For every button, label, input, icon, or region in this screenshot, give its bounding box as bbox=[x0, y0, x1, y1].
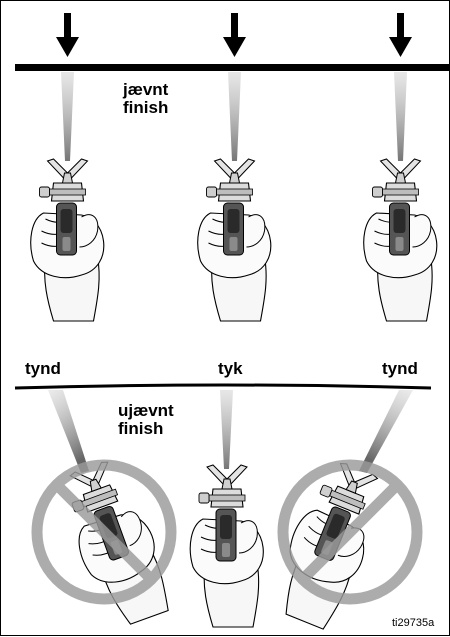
spray-fan bbox=[359, 390, 413, 473]
thickness-right-label: tynd bbox=[382, 360, 418, 378]
spray-gun-icon bbox=[364, 159, 437, 321]
down-arrow-icon bbox=[223, 13, 246, 57]
surface-curve-bottom bbox=[15, 385, 431, 388]
spray-gun-icon bbox=[31, 159, 104, 321]
spray-fan bbox=[220, 390, 233, 469]
uneven-finish-label: ujævnt finish bbox=[118, 402, 174, 438]
surface-bar-top bbox=[15, 64, 449, 71]
spray-fan bbox=[61, 72, 74, 161]
figure-id: ti29735a bbox=[392, 617, 434, 629]
uneven-finish-line1: ujævnt bbox=[118, 402, 174, 420]
down-arrow-icon bbox=[56, 13, 79, 57]
spray-fan bbox=[48, 390, 89, 473]
even-finish-line2: finish bbox=[123, 99, 168, 117]
spray-fan bbox=[228, 72, 241, 161]
spray-fan bbox=[394, 72, 407, 161]
spray-gun-icon bbox=[190, 465, 263, 627]
uneven-finish-line2: finish bbox=[118, 420, 174, 438]
even-finish-line1: jævnt bbox=[123, 81, 168, 99]
even-finish-label: jævnt finish bbox=[123, 81, 168, 117]
down-arrow-icon bbox=[389, 13, 412, 57]
thickness-center-label: tyk bbox=[218, 360, 243, 378]
spray-gun-icon bbox=[198, 159, 271, 321]
thickness-left-label: tynd bbox=[25, 360, 61, 378]
